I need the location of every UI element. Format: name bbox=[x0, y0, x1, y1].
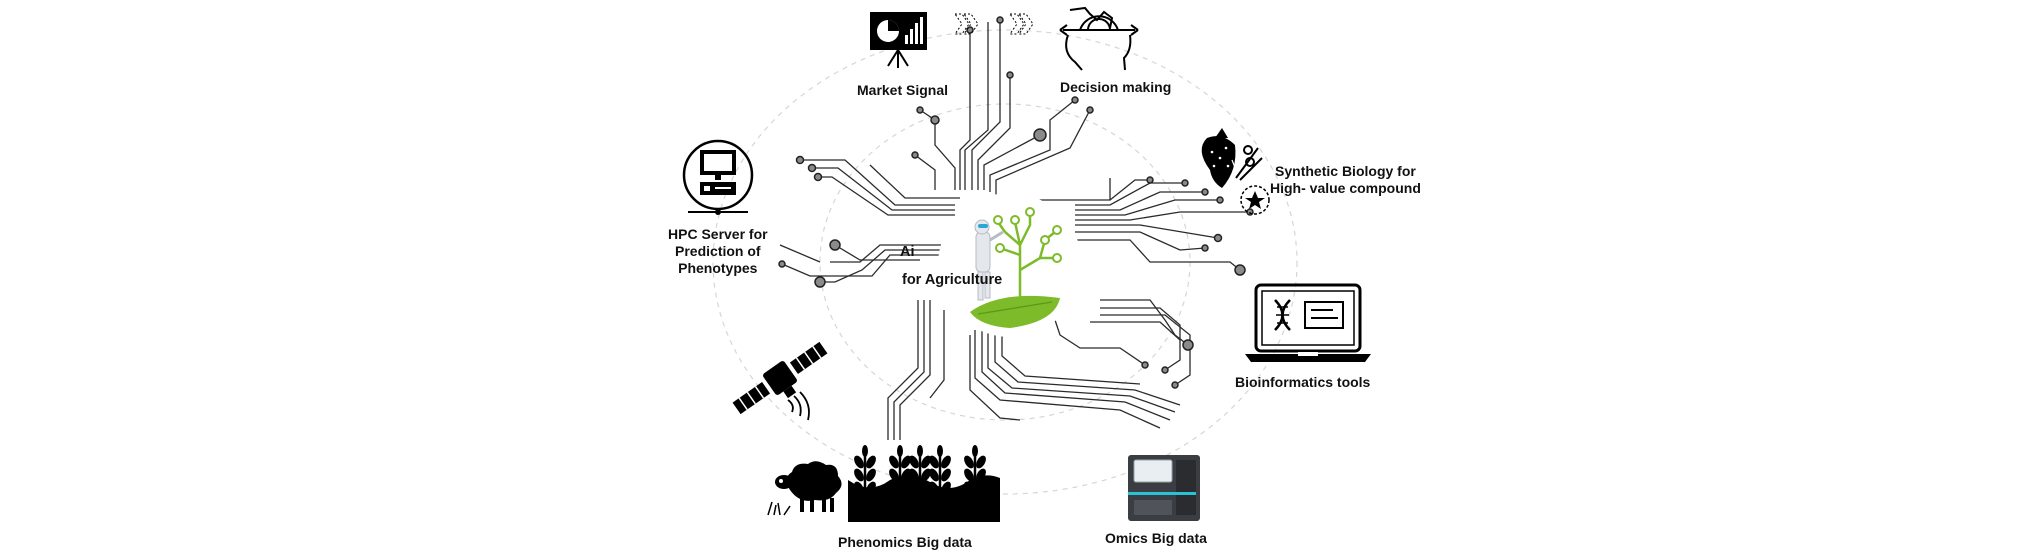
synthetic-biology-label: Synthetic Biology for High- value compou… bbox=[1270, 163, 1421, 197]
presentation-board-icon bbox=[870, 12, 927, 68]
satellite-icon bbox=[732, 341, 828, 421]
head-gear-icon bbox=[1059, 6, 1139, 71]
hpc-server-line-3: Phenotypes bbox=[678, 260, 758, 276]
laptop-dna-icon bbox=[1245, 283, 1371, 362]
omics-label: Omics Big data bbox=[1105, 530, 1207, 546]
synthetic-biology-line-1: Synthetic Biology for bbox=[1275, 163, 1416, 179]
synthetic-biology-line-2: High- value compound bbox=[1270, 180, 1421, 196]
decision-making-label: Decision making bbox=[1060, 79, 1172, 95]
hpc-server-line-2: Prediction of bbox=[675, 243, 761, 259]
circuit-terminals bbox=[778, 16, 1254, 389]
sheep-icon bbox=[767, 461, 842, 516]
strawberry-dna-icon bbox=[1201, 128, 1270, 215]
center-title-line-2: for Agriculture bbox=[902, 272, 1003, 288]
circuit-lines bbox=[779, 20, 1250, 440]
center-title-line-1: Ai bbox=[900, 244, 915, 260]
bioinformatics-label: Bioinformatics tools bbox=[1235, 374, 1371, 390]
market-signal-label: Market Signal bbox=[857, 82, 949, 98]
hpc-server-label: HPC Server for Prediction of Phenotypes bbox=[668, 226, 768, 277]
wheat-field-icon bbox=[848, 445, 1000, 522]
hpc-server-line-1: HPC Server for bbox=[668, 226, 768, 242]
sequencer-machine-icon bbox=[1128, 455, 1200, 521]
robot-tree-leaf-icon bbox=[938, 193, 1082, 337]
monitor-server-icon bbox=[682, 139, 754, 215]
phenomics-label: Phenomics Big data bbox=[838, 534, 972, 550]
